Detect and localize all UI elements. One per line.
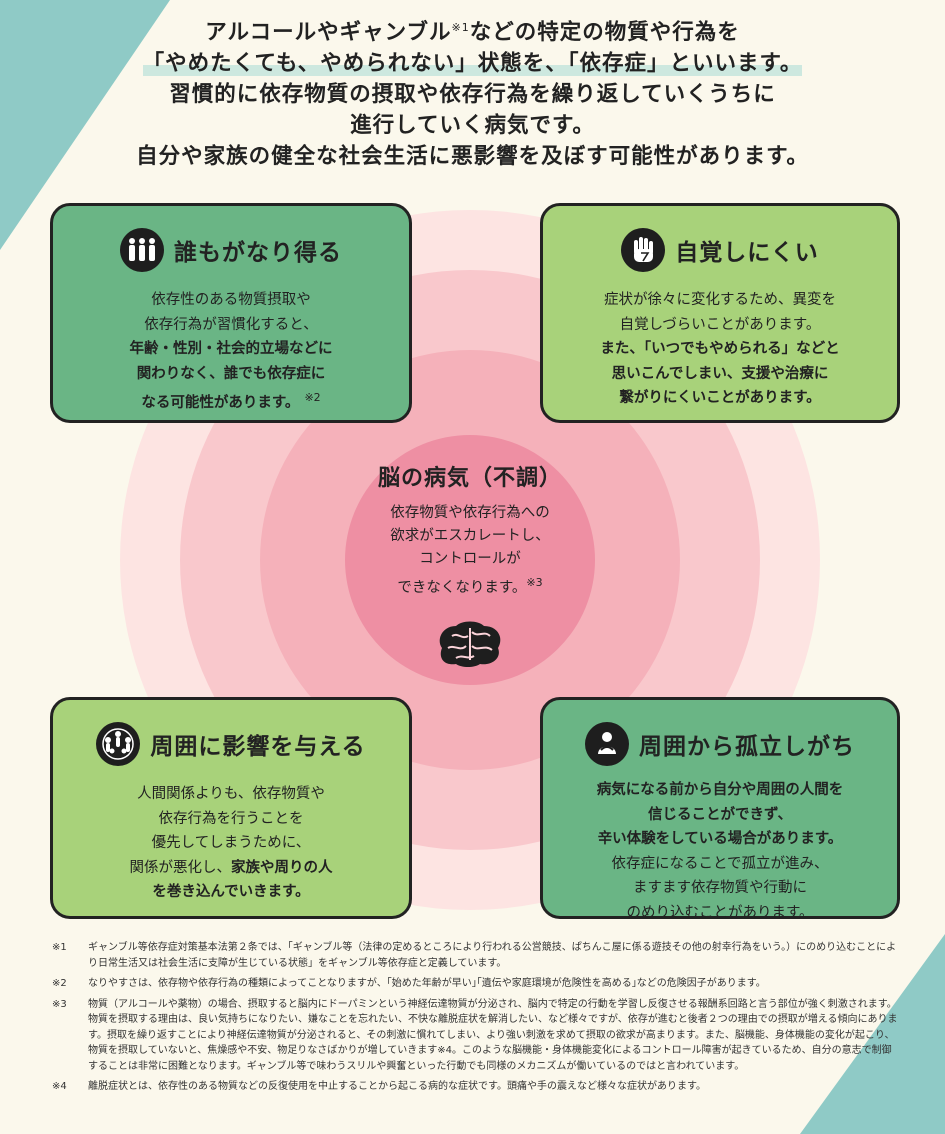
intro-line-5: 自分や家族の健全な社会生活に悪影響を及ぼす可能性があります。	[136, 144, 809, 170]
footnote-ref: ※1	[451, 21, 470, 34]
card-body: 症状が徐々に変化するため、異変を 自覚しづらいことがあります。 また、「いつでも…	[600, 292, 840, 406]
card-body: 人間関係よりも、依存物質や 依存行為を行うことを 優先してしまうために、 関係が…	[129, 786, 333, 900]
intro-text: アルコールやギャンブル※1などの特定の物質や行為を 「やめたくても、やめられない…	[60, 12, 885, 172]
intro-line-4: 進行していく病気です。	[350, 113, 595, 139]
card-title: 自覚しにくい	[543, 228, 897, 272]
card-title: 誰もがなり得る	[53, 228, 409, 272]
card-body: 依存性のある物質摂取や 依存行為が習慣化すると、 年齢・性別・社会的立場などに …	[129, 292, 333, 411]
card-unaware: 自覚しにくい 症状が徐々に変化するため、異変を 自覚しづらいことがあります。 ま…	[540, 203, 900, 423]
center-title: 脳の病気（不調）	[377, 466, 562, 491]
intro-line-3: 習慣的に依存物質の摂取や依存行為を繰り返していくうちに	[169, 82, 776, 108]
footnote-ref: ※3	[526, 576, 543, 589]
intro-line-2: 「やめたくても、やめられない」状態を、「依存症」といいます。	[142, 51, 803, 77]
card-title: 周囲から孤立しがち	[543, 722, 897, 766]
people-circle-icon	[96, 722, 141, 766]
card-anyone: 誰もがなり得る 依存性のある物質摂取や 依存行為が習慣化すると、 年齢・性別・社…	[50, 203, 412, 423]
intro-line-1: アルコールやギャンブル※1などの特定の物質や行為を	[205, 20, 740, 46]
corner-decoration-bottom-right	[800, 934, 945, 1134]
card-title: 周囲に影響を与える	[53, 722, 409, 766]
people-icon	[120, 228, 164, 272]
brain-icon	[345, 618, 595, 674]
center-brain-block: 脳の病気（不調） 依存物質や依存行為への 欲求がエスカレートし、 コントロールが…	[345, 460, 595, 674]
footnote-ref: ※2	[304, 391, 321, 404]
card-affect: 周囲に影響を与える 人間関係よりも、依存物質や 依存行為を行うことを 優先してし…	[50, 697, 412, 919]
center-body: 依存物質や依存行為への 欲求がエスカレートし、 コントロールが できなくなります…	[390, 505, 550, 596]
card-isolate: 周囲から孤立しがち 病気になる前から自分や周囲の人間を 信じることができず、 辛…	[540, 697, 900, 921]
hand-icon	[621, 228, 666, 272]
card-body: 病気になる前から自分や周囲の人間を 信じることができず、 辛い体験をしている場合…	[596, 782, 844, 921]
crouching-person-icon	[585, 722, 629, 766]
